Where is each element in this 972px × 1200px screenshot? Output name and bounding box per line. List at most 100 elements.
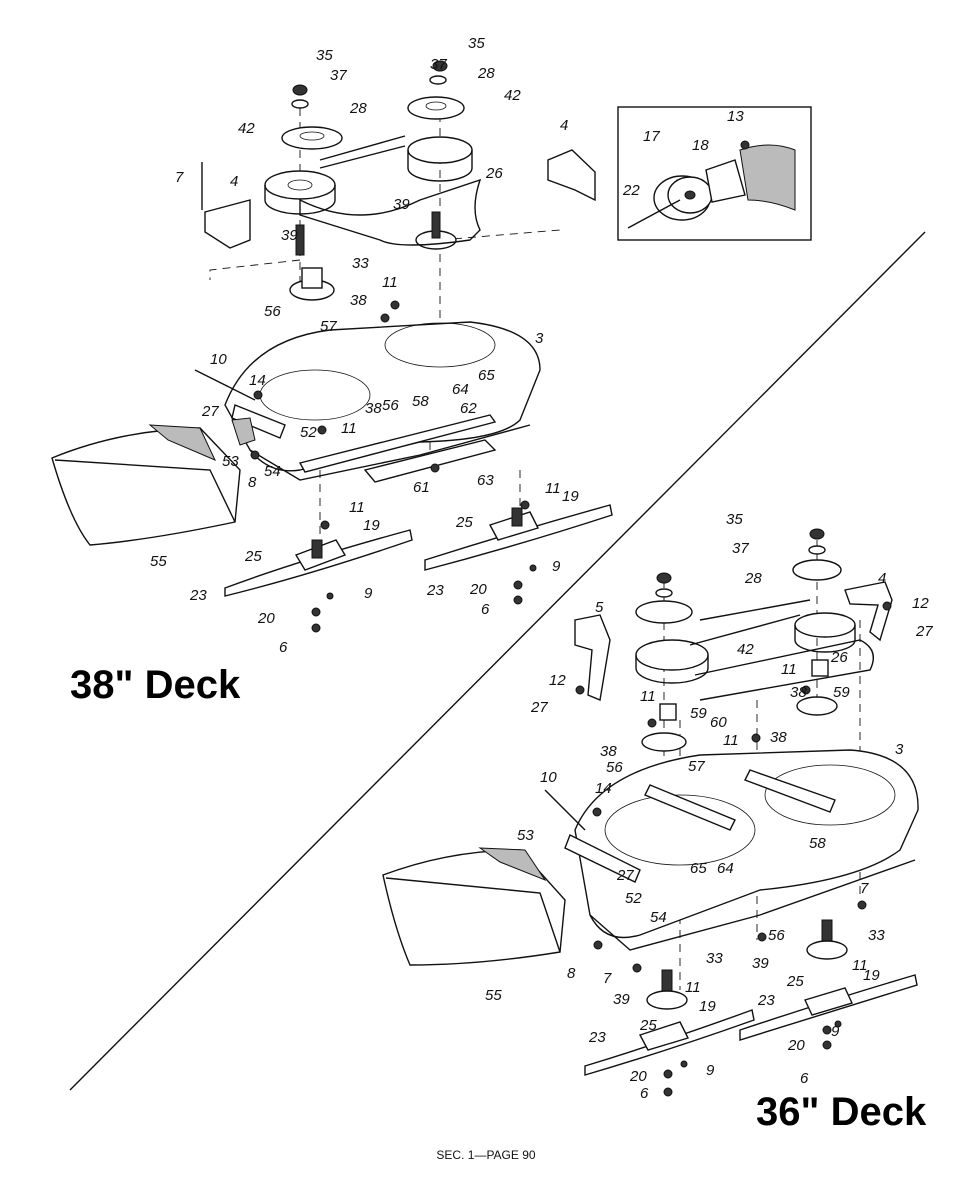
inset-callout: 13 xyxy=(727,108,744,125)
deck-36-callout: 23 xyxy=(588,1029,606,1046)
deck-36-callout: 4 xyxy=(878,570,886,587)
deck-38-callout: 38 xyxy=(365,400,382,417)
deck-38-callout: 11 xyxy=(382,274,398,291)
belt-26-36 xyxy=(689,614,874,701)
deck-38-callout: 20 xyxy=(469,581,487,598)
deck-36-callout: 53 xyxy=(517,827,534,844)
deck-36-callout: 19 xyxy=(863,967,880,984)
deck-38-callout: 65 xyxy=(478,367,495,384)
deck-38-callout: 25 xyxy=(455,514,473,531)
deck-38-callout: 20 xyxy=(257,610,275,627)
deck-36-callout: 20 xyxy=(629,1068,647,1085)
deck-38-callout: 62 xyxy=(460,400,477,417)
callouts-inset: 13 17 18 22 xyxy=(622,108,744,199)
deck-36-callout: 25 xyxy=(639,1017,657,1034)
deck-38-shell xyxy=(224,321,541,472)
pulley-42-36 xyxy=(635,639,709,671)
deck-36-callout: 14 xyxy=(595,780,612,797)
deck-38-callout: 25 xyxy=(244,548,262,565)
deck-36-callout: 23 xyxy=(757,992,775,1009)
deck-38-callout: 58 xyxy=(412,393,429,410)
deck-38-callout: 37 xyxy=(330,67,347,84)
deck-36-callout: 59 xyxy=(690,705,707,722)
page-footer: SEC. 1—PAGE 90 xyxy=(436,1148,536,1162)
deck-36-callout: 27 xyxy=(530,699,548,716)
deck-36-assembly xyxy=(382,528,919,1097)
deck-38-callout: 39 xyxy=(393,196,410,213)
bracket-4-left xyxy=(204,199,251,249)
inset-callout: 22 xyxy=(622,182,640,199)
pulley-stack-right xyxy=(407,60,473,250)
deck-38-callout: 11 xyxy=(545,480,561,497)
deck-36-callout: 35 xyxy=(726,511,743,528)
deck-36-callout: 65 xyxy=(690,860,707,877)
deck-38-assembly xyxy=(51,60,613,633)
deck-38-callout: 11 xyxy=(341,420,357,437)
deck-36-callout: 58 xyxy=(809,835,826,852)
deck-36-callout: 26 xyxy=(830,649,848,666)
deck-38-callout: 39 xyxy=(281,227,298,244)
deck-38-callout: 11 xyxy=(349,499,365,516)
deck-38-callout: 56 xyxy=(382,397,399,414)
deck-36-callout: 20 xyxy=(787,1037,805,1054)
deck-36-callout: 38 xyxy=(770,729,787,746)
deck-38-callout: 56 xyxy=(264,303,281,320)
deck-38-callout: 37 xyxy=(430,56,447,73)
deck-38-callout: 63 xyxy=(477,472,494,489)
bracket-4-right xyxy=(547,149,596,202)
deck-36-callout: 56 xyxy=(768,927,785,944)
deck-38-callout: 26 xyxy=(485,165,503,182)
deck-36-callout: 8 xyxy=(567,965,576,982)
belt-26 xyxy=(299,178,482,246)
deck-36-title: 36" Deck xyxy=(756,1090,927,1134)
deck-36-callout: 54 xyxy=(650,909,667,926)
blade-23-right xyxy=(424,504,613,571)
deck-36-callout: 37 xyxy=(732,540,749,557)
deck-38-callout: 33 xyxy=(352,255,369,272)
deck-38-callout: 4 xyxy=(560,117,568,134)
deck-38-callout: 23 xyxy=(426,582,444,599)
deck-36-callout: 3 xyxy=(895,741,904,758)
deck-38-callout: 19 xyxy=(562,488,579,505)
deck-38-callout: 14 xyxy=(249,372,266,389)
deck-38-callout: 28 xyxy=(349,100,367,117)
idler-inset xyxy=(617,106,812,241)
deck-38-callout: 6 xyxy=(279,639,288,656)
deck-36-callout: 11 xyxy=(781,661,797,678)
deck-36-callout: 59 xyxy=(833,684,850,701)
deck-36-callout: 42 xyxy=(737,641,754,658)
pulley-stack-left xyxy=(264,84,343,301)
inset-callout: 18 xyxy=(692,137,709,154)
deck-38-callout: 9 xyxy=(552,558,561,575)
deck-36-callout: 7 xyxy=(860,880,869,897)
deck-36-callout: 19 xyxy=(699,998,716,1015)
deck-38-callout: 38 xyxy=(350,292,367,309)
deck-38-callout: 7 xyxy=(175,169,184,186)
deck-38-callout: 10 xyxy=(210,351,227,368)
deck-36-callout: 11 xyxy=(723,732,739,749)
blade-guard-63 xyxy=(363,439,497,483)
inset-callout: 17 xyxy=(643,128,660,145)
deck-36-callout: 52 xyxy=(625,890,642,907)
deck-38-callout: 9 xyxy=(364,585,373,602)
deck-36-callout: 64 xyxy=(717,860,734,877)
deck-36-callout: 38 xyxy=(790,684,807,701)
deck-36-callout: 55 xyxy=(485,987,502,1004)
deck-36-callout: 9 xyxy=(831,1023,840,1040)
deck-36-callout: 38 xyxy=(600,743,617,760)
deck-36-callout: 9 xyxy=(706,1062,715,1079)
deck-36-callout: 27 xyxy=(915,623,933,640)
deck-38-callout: 23 xyxy=(189,587,207,604)
deck-36-callout: 28 xyxy=(744,570,762,587)
deck-38-callout: 6 xyxy=(481,601,490,618)
deck-38-title: 38" Deck xyxy=(70,663,241,707)
deck-38-callout: 8 xyxy=(248,474,257,491)
deck-36-callout: 7 xyxy=(603,970,612,987)
deck-38-callout: 35 xyxy=(316,47,333,64)
deck-36-callout: 6 xyxy=(800,1070,809,1087)
deck-38-callout: 27 xyxy=(201,403,219,420)
deck-36-callout: 39 xyxy=(613,991,630,1008)
